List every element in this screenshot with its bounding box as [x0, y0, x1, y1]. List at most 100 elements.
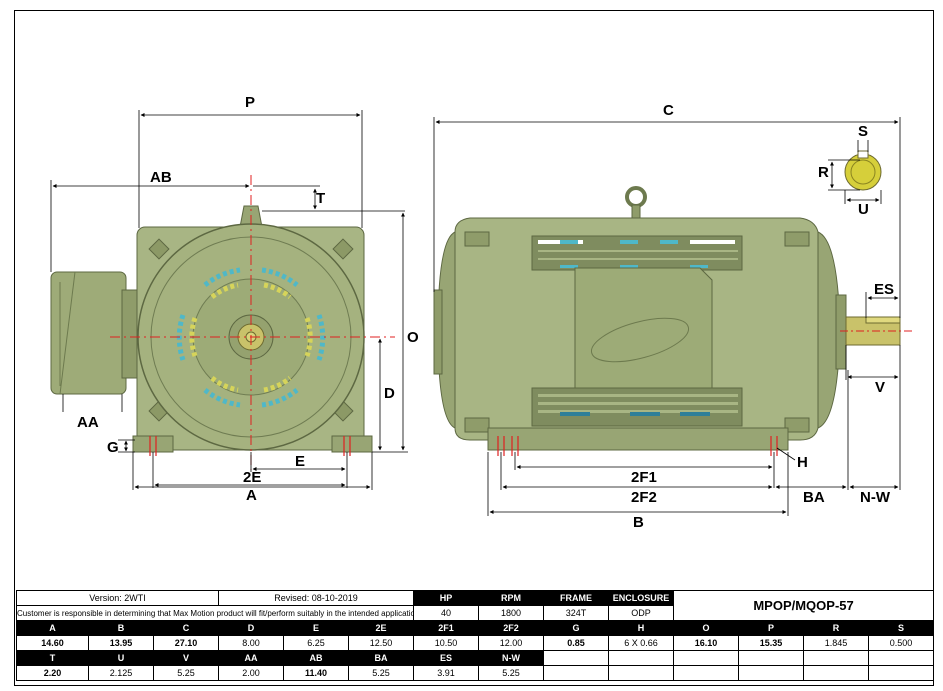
dim-header: H [608, 620, 675, 636]
rating-header-rpm: RPM [478, 590, 545, 606]
label-d: D [384, 385, 395, 402]
rating-value-enclosure: ODP [608, 605, 675, 621]
front-dimension-lines [50, 110, 408, 490]
dim-value: 2.20 [16, 665, 89, 681]
dim-value: 15.35 [738, 635, 805, 651]
label-u: U [858, 201, 869, 218]
empty-cell [543, 650, 610, 666]
shaft-end-detail [844, 150, 882, 191]
side-feet [487, 427, 789, 451]
dims-header-row-2: T U V AA AB BA ES N-W [16, 650, 935, 666]
dim-value: 10.50 [413, 635, 480, 651]
disclaimer-note: Customer is responsible in determining t… [15, 605, 415, 621]
dim-value: 16.10 [673, 635, 740, 651]
dim-header: B [88, 620, 154, 636]
dim-header: N-W [478, 650, 545, 666]
eye-bolt [625, 186, 647, 208]
dim-header: U [88, 650, 154, 666]
empty-cell [868, 650, 935, 666]
dim-value: 14.60 [16, 635, 89, 651]
label-h: H [797, 454, 808, 471]
dim-value: 3.91 [413, 665, 480, 681]
dim-header: P [738, 620, 805, 636]
dims-value-row-2: 2.20 2.125 5.25 2.00 11.40 5.25 3.91 5.2… [16, 665, 935, 681]
dims-value-row-1: 14.60 13.95 27.10 8.00 6.25 12.50 10.50 … [16, 635, 935, 651]
empty-cell [673, 665, 740, 681]
dim-header: 2E [348, 620, 415, 636]
dimension-labels: P AB T O D AA G E 2E A C S R U ES V H 2F… [77, 94, 894, 531]
top-vents [531, 235, 743, 271]
rating-header-frame: FRAME [543, 590, 610, 606]
model-number: MPOP/MQOP-57 [673, 590, 935, 621]
dim-value: 5.25 [152, 665, 220, 681]
side-view [433, 150, 915, 456]
label-ba: BA [803, 489, 825, 506]
dim-value: 6.25 [283, 635, 350, 651]
dim-value: 5.25 [478, 665, 545, 681]
dim-header: A [16, 620, 89, 636]
dim-value: 1.845 [803, 635, 870, 651]
spec-table: Version: 2WTI Revised: 08-10-2019 HP RPM… [15, 590, 935, 681]
label-r: R [818, 164, 829, 181]
dim-value: 12.00 [478, 635, 545, 651]
dim-header: V [152, 650, 220, 666]
empty-cell [738, 650, 805, 666]
dim-value: 0.85 [543, 635, 610, 651]
rating-header-hp: HP [413, 590, 480, 606]
label-a: A [246, 487, 257, 504]
label-2f1: 2F1 [631, 469, 657, 486]
dim-header: 2F2 [478, 620, 545, 636]
foot-holes [497, 436, 778, 456]
dim-header: 2F1 [413, 620, 480, 636]
dim-value: 27.10 [152, 635, 220, 651]
bottom-vents [531, 387, 743, 427]
right-foot [331, 435, 373, 453]
dim-value: 2.00 [218, 665, 285, 681]
drawing-frame [14, 10, 934, 686]
dim-header: C [152, 620, 220, 636]
label-2f2: 2F2 [631, 489, 657, 506]
left-foot [132, 435, 174, 453]
label-t: T [316, 190, 325, 207]
label-ab: AB [150, 169, 172, 186]
side-dimension-lines [433, 117, 901, 516]
label-v: V [875, 379, 885, 396]
rating-value-frame: 324T [543, 605, 610, 621]
label-es: ES [874, 281, 894, 298]
empty-cell [608, 650, 675, 666]
dim-value: 0.500 [868, 635, 935, 651]
dim-header: BA [348, 650, 415, 666]
dim-header: AA [218, 650, 285, 666]
dim-header: ES [413, 650, 480, 666]
empty-cell [803, 650, 870, 666]
label-2e: 2E [243, 469, 261, 486]
terminal-box [50, 271, 139, 395]
label-o: O [407, 329, 419, 346]
label-p: P [245, 94, 255, 111]
empty-cell [803, 665, 870, 681]
rating-value-rpm: 1800 [478, 605, 545, 621]
dim-value: 6 X 0.66 [608, 635, 675, 651]
empty-cell [608, 665, 675, 681]
label-nw: N-W [860, 489, 891, 506]
dims-header-row-1: A B C D E 2E 2F1 2F2 G H O P R S [16, 620, 935, 636]
vent-grilles [176, 267, 326, 408]
keyway [865, 316, 901, 324]
conduit-panel [574, 267, 713, 389]
dim-value: 11.40 [283, 665, 350, 681]
revised-cell: Revised: 08-10-2019 [218, 590, 415, 606]
empty-cell [543, 665, 610, 681]
dim-value: 2.125 [88, 665, 154, 681]
dim-header: AB [283, 650, 350, 666]
dim-value: 5.25 [348, 665, 415, 681]
dim-header: G [543, 620, 610, 636]
dim-value: 13.95 [88, 635, 154, 651]
dim-header: S [868, 620, 935, 636]
label-e: E [295, 453, 305, 470]
rating-header-enclosure: ENCLOSURE [608, 590, 675, 606]
dim-header: E [283, 620, 350, 636]
empty-cell [868, 665, 935, 681]
empty-cell [673, 650, 740, 666]
label-s: S [858, 123, 868, 140]
